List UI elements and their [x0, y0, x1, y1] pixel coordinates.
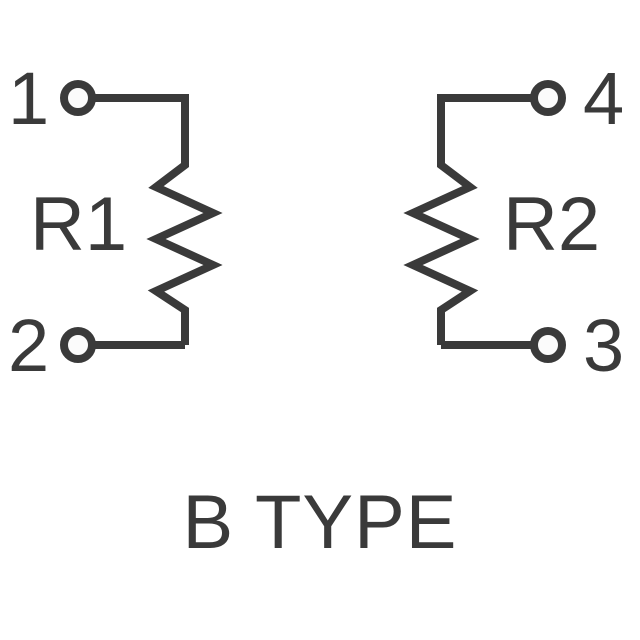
r2-top-lead-wire — [437, 94, 534, 155]
terminal-circle-pin-1[interactable] — [60, 80, 96, 116]
pin-label-2: 2 — [8, 304, 49, 387]
resistor-r2-group: 4 3 R2 — [403, 57, 624, 387]
terminal-circle-pin-4[interactable] — [530, 80, 566, 116]
reference-label-r1: R1 — [30, 182, 127, 267]
resistor-r1-group: 1 2 R1 — [8, 57, 223, 387]
terminal-circle-pin-3[interactable] — [530, 327, 566, 363]
r1-top-lead-wire — [92, 94, 189, 155]
pin-label-3: 3 — [583, 304, 624, 387]
terminal-circle-pin-2[interactable] — [60, 327, 96, 363]
pin-label-1: 1 — [8, 57, 49, 140]
pin-label-4: 4 — [583, 57, 624, 140]
diagram-caption: B TYPE — [183, 480, 458, 565]
r1-zigzag-body — [146, 155, 223, 345]
reference-label-r2: R2 — [503, 182, 600, 267]
r2-zigzag-body — [403, 155, 480, 345]
